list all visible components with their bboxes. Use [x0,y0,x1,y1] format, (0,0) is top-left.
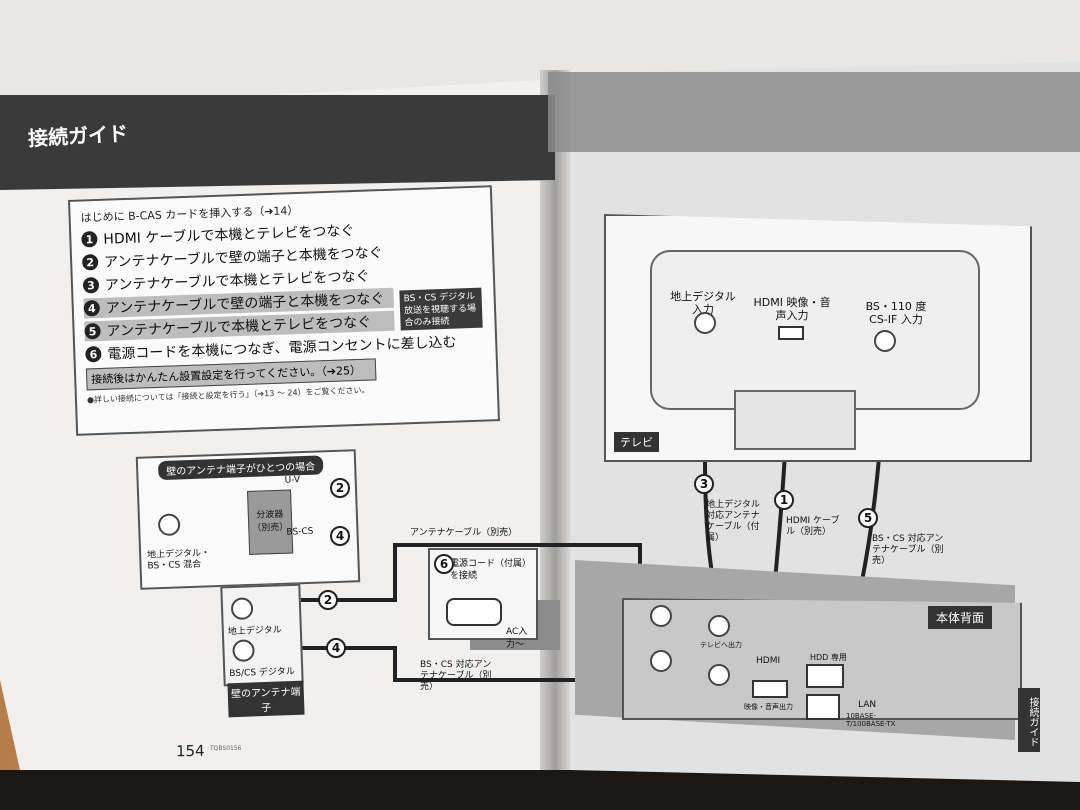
rear-hdmi-out-label: 映像・音声出力 [744,703,793,711]
wall-plate: 地上デジタル BS/CS デジタル [220,583,304,687]
section-side-tab: 接続ガイド [1018,688,1040,752]
tv-hdmi-port-icon [778,326,804,340]
right-header-band [548,72,1080,152]
terrestrial-jack-icon [230,597,254,621]
header-bar [0,95,555,190]
cable-number-5: 5 [858,508,878,528]
tv-hdmi-input-label: HDMI 映像・音声入力 [753,296,831,322]
hdd-label: HDD 専用 [810,653,847,662]
cable-1-label: HDMI ケーブル（別売） [786,516,840,537]
cable-number-1: 1 [774,490,794,510]
plate-terrestrial-label: 地上デジタル [227,625,282,638]
book-spine [540,70,570,770]
cable-number-3: 3 [694,474,714,494]
tv-stand [734,390,856,450]
cable-number-2: 2 [330,478,350,498]
cable-number-6: 6 [434,554,454,574]
bscs-label: BS-CS [286,526,314,538]
cable-number-4: 4 [330,526,350,546]
rear-bs-out-icon [708,664,730,686]
page-number: 154 [175,741,205,761]
bscs-cable-label: BS・CS 対応アンテナケーブル（別売） [420,660,492,692]
tv-out-label: テレビへ出力 [700,641,742,649]
cable-3-label: 地上デジタル対応アンテナケーブル（付属） [706,500,760,543]
rear-usb-hdd-port-icon [806,664,844,688]
rear-hdmi-port-icon [752,680,788,698]
splitter-box: 分波器（別売） [247,489,294,555]
uv-label: U-V [284,475,301,486]
lan-label: LAN [858,700,877,710]
lan-spec-label: 10BASE-T/100BASE-TX [846,712,896,728]
plate-bscs-label: BS/CS デジタル [229,666,295,680]
cable-number-2-main: 2 [318,590,338,610]
power-cord-box: 6 電源コード（付属）を接続 AC入力～ [428,548,538,650]
plate-caption: 壁のアンテナ端子 [227,680,305,718]
tv-terrestrial-jack-icon [694,312,716,334]
rear-bs-in-icon [650,650,672,672]
mixed-label: 地上デジタル・BS・CS 混合 [147,548,211,572]
antenna-cable-label: アンテナケーブル（別売） [410,528,518,538]
tv-label: テレビ [614,432,659,452]
rear-lan-port-icon [806,694,840,720]
cable-5-label: BS・CS 対応アンテナケーブル（別売） [872,534,944,566]
cable-number-4-main: 4 [326,638,346,658]
wall-jack-icon [157,513,181,537]
ac-inlet-icon [446,598,502,626]
rear-hdmi-label: HDMI [756,656,781,666]
rear-terrestrial-in-icon [650,605,672,627]
power-cord-label: 電源コード（付属）を接続 [450,559,532,581]
tv-bs-jack-icon [874,330,896,352]
ac-input-label: AC入力～ [506,627,528,650]
tv-bs-input-label: BS・110 度 CS-IF 入力 [865,300,927,326]
single-wall-jack-case: 壁のアンテナ端子がひとつの場合 分波器（別売） U-V BS-CS 地上デジタル… [135,449,361,590]
page-code: TQBS0156 [210,745,242,752]
rear-panel-label: 本体背面 [928,606,993,629]
rear-tv-out-icon [708,615,730,637]
bscs-jack-icon [232,639,255,663]
